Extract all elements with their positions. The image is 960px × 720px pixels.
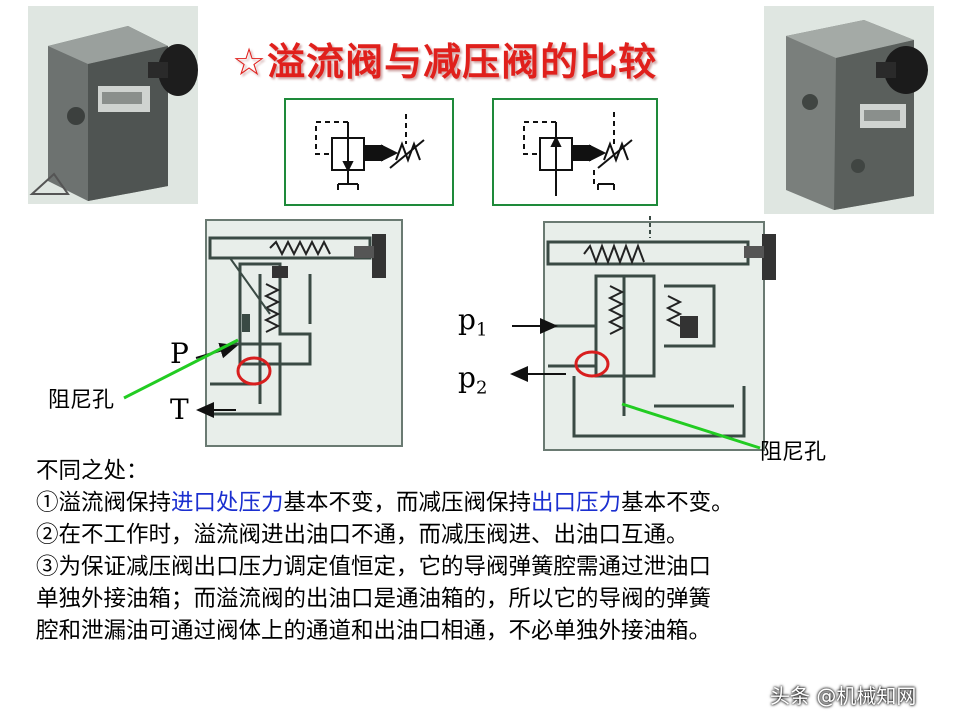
reducing-valve-section	[543, 216, 776, 451]
reducing-valve-symbol	[492, 98, 658, 206]
difference-item-1: ①溢流阀保持进口处压力基本不变，而减压阀保持出口压力基本不变。	[36, 487, 936, 519]
difference-item-2: ②在不工作时，溢流阀进出油口不通，而减压阀进、出油口互通。	[36, 522, 689, 548]
port-label-p: P	[170, 337, 189, 370]
p2-subscript: 2	[475, 377, 488, 399]
comparison-text: 不同之处： ①溢流阀保持进口处压力基本不变，而减压阀保持出口压力基本不变。 ②在…	[36, 455, 936, 647]
item1-suffix: 基本不变。	[621, 490, 734, 516]
p1-base: p	[458, 303, 476, 336]
port-label-t: T	[170, 393, 189, 426]
damping-hole-label-right: 阻尼孔	[760, 440, 827, 465]
item1-middle: 基本不变，而减压阀保持	[283, 490, 532, 516]
damping-hole-label-left: 阻尼孔	[48, 388, 115, 413]
differences-heading: 不同之处：	[36, 458, 149, 484]
relief-valve-symbol	[284, 98, 454, 206]
port-label-p1: p1	[458, 304, 487, 347]
difference-item-3-line-1: ③为保证减压阀出口压力调定值恒定，它的导阀弹簧腔需通过泄油口	[36, 554, 712, 580]
difference-item-3-line-3: 腔和泄漏油可通过阀体上的通道和出油口相通，不必单独外接油箱。	[36, 618, 712, 644]
relief-valve-photo	[28, 6, 198, 204]
reducing-valve-photo	[764, 6, 934, 214]
p2-base: p	[458, 361, 476, 394]
item1-highlight-inlet: 进口处压力	[171, 490, 284, 516]
port-label-p2: p2	[458, 362, 487, 405]
watermark: 头条 @机械知网	[770, 684, 917, 708]
difference-item-3-line-2: 单独外接油箱；而溢流阀的出油口是通油箱的，所以它的导阀的弹簧	[36, 586, 712, 612]
relief-valve-section	[205, 219, 403, 447]
damping-leader-right	[621, 402, 761, 450]
item1-prefix: ①溢流阀保持	[36, 490, 172, 516]
p1-subscript: 1	[475, 319, 488, 341]
item1-highlight-outlet: 出口压力	[531, 490, 622, 516]
damping-leader-left	[123, 338, 239, 400]
page-title: ☆溢流阀与减压阀的比较	[232, 40, 658, 84]
